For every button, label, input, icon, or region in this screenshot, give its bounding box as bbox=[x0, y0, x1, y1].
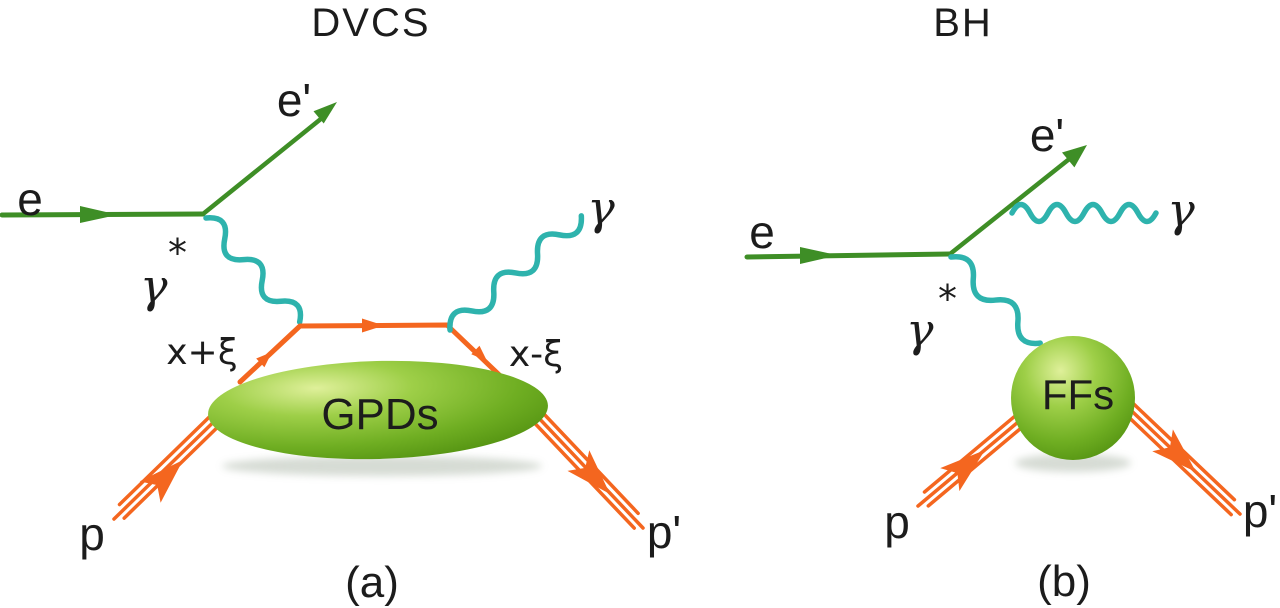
dvcs-proton-in-arrow-icon bbox=[139, 460, 183, 503]
dvcs-electron-in-label: e bbox=[17, 173, 43, 225]
bh-electron-out-line bbox=[947, 157, 1071, 257]
bh-virtual-photon-label: γ * bbox=[906, 277, 957, 357]
dvcs-electron-out-line bbox=[200, 115, 325, 217]
bh-proton-in-label: p bbox=[884, 496, 910, 548]
bh-proton-in-arrow-icon bbox=[940, 450, 985, 492]
dvcs-blob-shadow bbox=[222, 456, 542, 476]
dvcs-x-plus-xi-label: x+ξ bbox=[166, 332, 238, 373]
bh-electron-in-line bbox=[744, 251, 953, 260]
bh-caption: (b) bbox=[1037, 557, 1091, 606]
bh-proton-out-label: p' bbox=[1243, 485, 1277, 537]
dvcs-title: DVCS bbox=[311, 1, 430, 45]
bh-proton-out-arrow-icon bbox=[1152, 429, 1196, 472]
dvcs-proton-in-label: p bbox=[79, 508, 105, 560]
bh-virtual-photon-wave bbox=[948, 253, 1043, 347]
dvcs-gpds-label: GPDs bbox=[321, 390, 438, 439]
bh-blob-shadow bbox=[1015, 454, 1131, 472]
dvcs-real-photon-label: γ bbox=[587, 181, 615, 235]
dvcs-gpds-blob bbox=[208, 360, 548, 460]
dvcs-electron-out-label: e' bbox=[277, 74, 311, 126]
dvcs-electron-in-arrow-icon bbox=[80, 206, 118, 223]
dvcs-x-minus-xi-label: x-ξ bbox=[509, 334, 563, 375]
dvcs-virtual-photon-wave bbox=[203, 215, 304, 325]
dvcs-proton-out-arrow-icon bbox=[567, 450, 610, 494]
bh-real-photon-wave bbox=[1009, 201, 1159, 225]
bh-electron-in-label: e bbox=[749, 206, 775, 258]
dvcs-quark-arrow-left-icon bbox=[256, 352, 272, 368]
dvcs-quark-arrow-top-icon bbox=[362, 318, 384, 333]
bh-electron-out-label: e' bbox=[1030, 109, 1064, 161]
bh-electron-out-arrow-icon bbox=[1062, 145, 1087, 168]
dvcs-virtual-photon-label: γ * bbox=[140, 231, 187, 313]
dvcs-diagram: DVCS e e' γ * x+ξ x-ξ γ p bbox=[0, 1, 681, 607]
dvcs-quark-arrow-right-icon bbox=[471, 345, 487, 361]
bh-ffs-label: FFs bbox=[1042, 371, 1114, 418]
dvcs-proton-out-label: p' bbox=[647, 506, 681, 558]
bh-ffs-blob bbox=[1011, 336, 1135, 460]
dvcs-caption: (a) bbox=[345, 558, 399, 607]
bh-title: BH bbox=[933, 1, 993, 45]
bh-electron-in-arrow-icon bbox=[800, 247, 838, 264]
dvcs-real-photon-wave bbox=[447, 213, 585, 333]
bh-diagram: BH e e' γ γ * p p' FFs bbox=[744, 1, 1277, 606]
bh-real-photon-label: γ bbox=[1167, 183, 1195, 237]
dvcs-electron-out-arrow-icon bbox=[313, 102, 337, 124]
